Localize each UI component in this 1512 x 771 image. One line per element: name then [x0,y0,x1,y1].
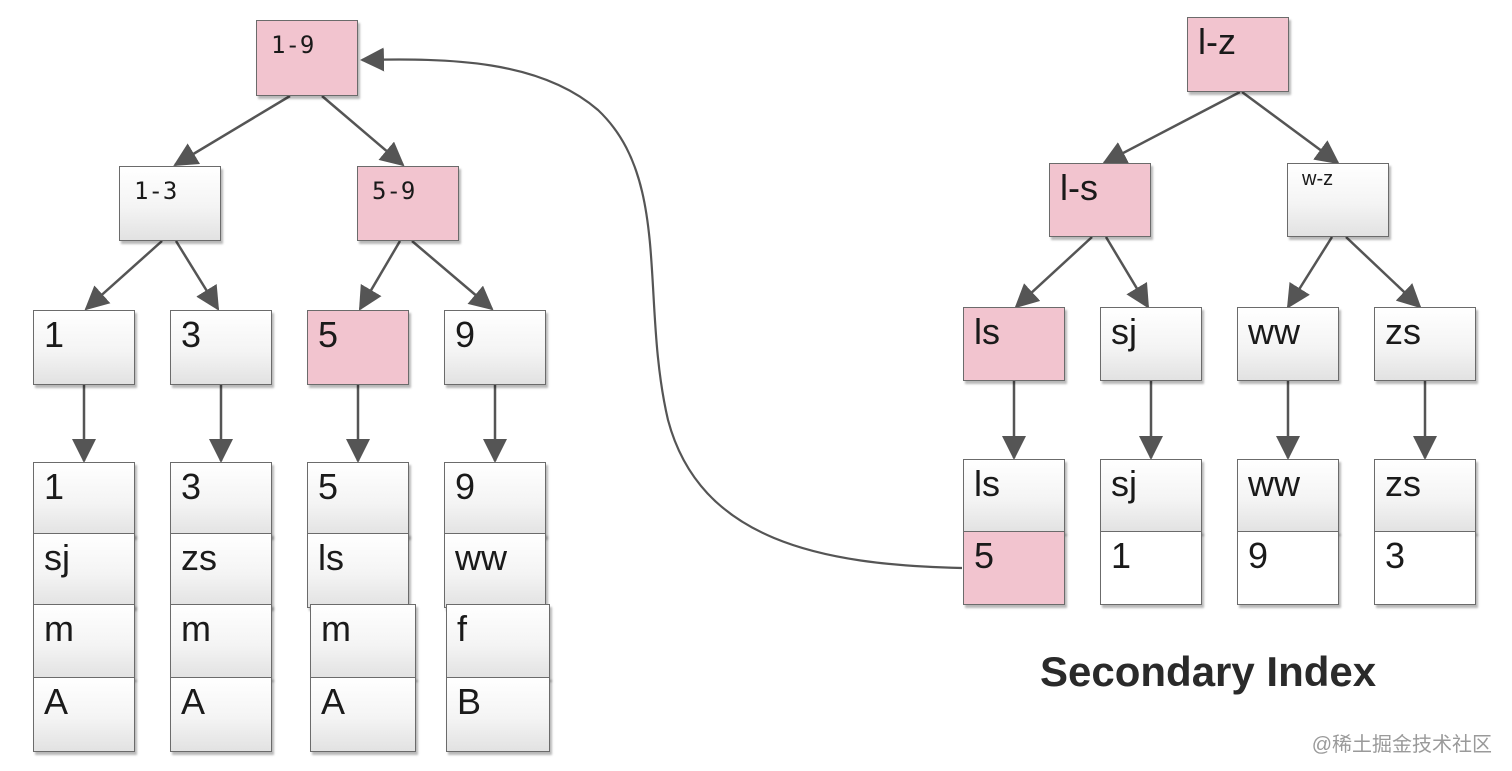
clustered-leaf-node: 5 [307,310,409,385]
edge-1-3-to-1 [84,240,163,311]
edge-l-s-to-sj [1104,236,1150,309]
lookup-curve [360,47,963,570]
record-cell: 9 [1237,531,1339,605]
edge-w-z-to-zs [1345,236,1422,309]
cell-text: m [44,608,74,649]
record-cell: zs [1374,459,1476,533]
record-cell: A [33,677,135,752]
watermark-text: @稀土掘金技术社区 [1311,734,1492,756]
node-label: w-z [1302,168,1334,190]
cell-text: sj [1111,463,1137,504]
cell-text: B [457,681,482,722]
cell-text: 3 [1385,535,1406,576]
cell-text: A [321,681,346,722]
record-cell: zs [170,533,272,608]
cell-text: 9 [455,466,476,507]
record-cell: A [310,677,416,752]
cell-text: f [457,608,468,649]
cell-text: 9 [1248,535,1269,576]
record-cell: 3 [170,462,272,537]
cell-text: m [321,608,351,649]
record-cell: ww [1237,459,1339,533]
record-cell: 5 [307,462,409,537]
record-cell: f [446,604,550,679]
secondary-index-caption: Secondary Index [1040,648,1377,695]
cell-text: 3 [181,466,202,507]
record-cell: ls [307,533,409,608]
clustered-leaf-node: 1 [33,310,135,385]
node-label: l-z [1198,21,1236,62]
record-cell: ww [444,533,546,608]
cell-text: zs [1385,463,1421,504]
node-label: 1 [44,314,65,355]
node-label: l-s [1060,167,1098,208]
node-label: sj [1111,311,1137,352]
edge-sroot-to-l-s [1102,90,1241,165]
node-label: ls [974,311,1000,352]
record-cell: 1 [33,462,135,537]
edge-sroot-to-w-z [1241,90,1340,165]
secondary-internal-node: w-z [1287,163,1389,237]
edge-5-9-to-9 [411,240,494,311]
cell-text: 5 [974,535,995,576]
record-cell: sj [33,533,135,608]
cell-text: ww [1248,463,1300,504]
node-label: zs [1385,311,1421,352]
node-label: 1-3 [134,177,178,205]
cell-text: A [44,681,69,722]
node-label: 5 [318,314,339,355]
cell-text: ls [974,463,1000,504]
record-cell: m [170,604,272,679]
node-label: 9 [455,314,476,355]
edge-1-3-to-3 [174,240,220,311]
record-cell: 1 [1100,531,1202,605]
edge-root-to-5-9 [321,95,405,167]
record-cell: ls [963,459,1065,533]
clustered-internal-node: 5-9 [357,166,459,241]
edge-5-9-to-5 [358,240,402,311]
record-cell: sj [1100,459,1202,533]
record-cell: A [170,677,272,752]
cell-text: zs [181,537,217,578]
record-cell: 5 [963,531,1065,605]
cell-text: A [181,681,206,722]
secondary-leaf-node: ls [963,307,1065,381]
secondary-leaf-node: zs [1374,307,1476,381]
clustered-leaf-node: 3 [170,310,272,385]
node-label: 3 [181,314,202,355]
cell-text: ls [318,537,344,578]
cell-text: m [181,608,211,649]
clustered-root-node: 1-9 [256,20,358,96]
cell-text: sj [44,537,70,578]
record-cell: B [446,677,550,752]
cell-text: 1 [44,466,65,507]
cell-text: ww [455,537,507,578]
node-label: 1-9 [271,31,315,59]
edge-l-s-to-ls [1014,236,1093,309]
secondary-leaf-node: sj [1100,307,1202,381]
node-label: ww [1248,311,1300,352]
secondary-leaf-node: ww [1237,307,1339,381]
record-cell: m [310,604,416,679]
clustered-internal-node: 1-3 [119,166,221,241]
node-label: 5-9 [372,177,416,205]
cell-text: 1 [1111,535,1132,576]
cell-text: 5 [318,466,339,507]
record-cell: 9 [444,462,546,537]
secondary-root-node: l-z [1187,17,1289,92]
record-cell: m [33,604,135,679]
clustered-leaf-node: 9 [444,310,546,385]
record-cell: 3 [1374,531,1476,605]
secondary-internal-node: l-s [1049,163,1151,237]
edge-root-to-1-3 [173,94,291,167]
edge-w-z-to-ww [1286,236,1334,309]
